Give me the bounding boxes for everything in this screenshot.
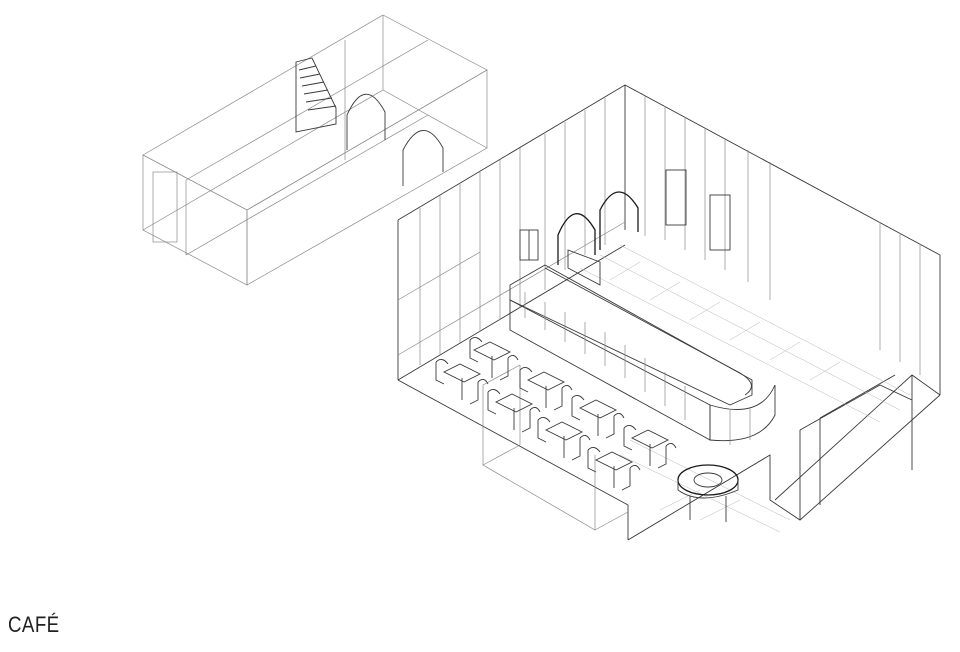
door-2 bbox=[709, 194, 731, 251]
tables bbox=[435, 337, 677, 491]
table-6 bbox=[537, 417, 591, 461]
floor-tiles bbox=[579, 244, 911, 533]
table-7 bbox=[623, 425, 677, 469]
table-8 bbox=[587, 447, 641, 491]
upper-volume bbox=[142, 14, 488, 286]
table-2 bbox=[435, 359, 489, 405]
drawing-caption: CAFÉ bbox=[8, 612, 60, 637]
cafe-volume bbox=[397, 84, 941, 541]
stair-icon bbox=[295, 57, 337, 133]
round-table bbox=[677, 464, 739, 522]
door-1 bbox=[665, 169, 687, 226]
glass-box bbox=[482, 364, 629, 531]
table-1 bbox=[469, 337, 519, 381]
wall-panels bbox=[397, 96, 921, 375]
arch-left bbox=[557, 213, 596, 265]
table-5 bbox=[571, 395, 625, 439]
table-4 bbox=[487, 389, 541, 433]
arch-right bbox=[599, 191, 639, 250]
bar-counter bbox=[509, 249, 776, 445]
table-3 bbox=[519, 367, 573, 411]
